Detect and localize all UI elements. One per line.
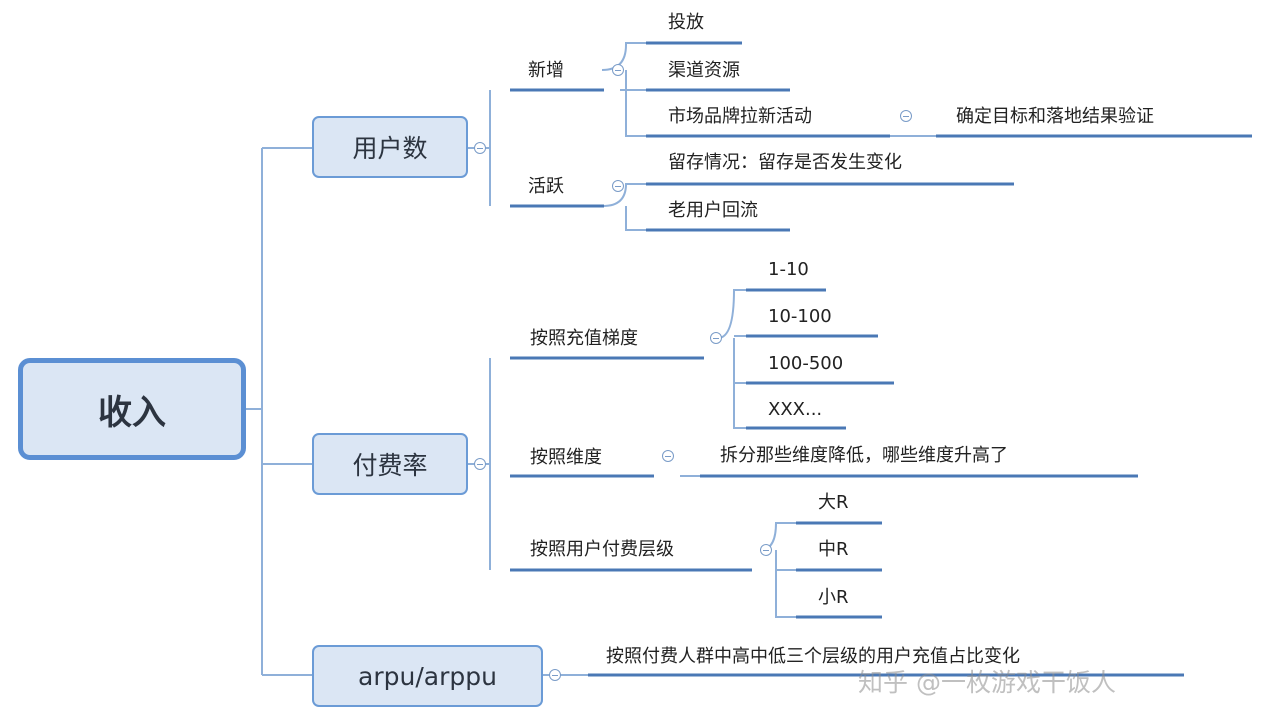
topic-big-r[interactable]: 大R [818,492,849,513]
topic-goal-validation[interactable]: 确定目标和落地结果验证 [956,106,1154,127]
topic-by-dimension[interactable]: 按照维度 [530,447,602,468]
collapse-toggle-icon[interactable] [474,458,486,470]
collapse-toggle-icon[interactable] [900,110,912,122]
topic-returning-users[interactable]: 老用户回流 [668,200,758,221]
topic-retention[interactable]: 留存情况：留存是否发生变化 [668,152,902,173]
topic-recharge-tier[interactable]: 按照充值梯度 [530,328,638,349]
branch-user-count[interactable]: 用户数 [312,116,468,178]
branch-pay-rate[interactable]: 付费率 [312,433,468,495]
collapse-toggle-icon[interactable] [612,64,624,76]
topic-arpu-detail[interactable]: 按照付费人群中高中低三个层级的用户充值占比变化 [606,646,1020,667]
topic-active-users[interactable]: 活跃 [528,176,564,197]
collapse-toggle-icon[interactable] [760,544,772,556]
collapse-toggle-icon[interactable] [474,142,486,154]
topic-mid-r[interactable]: 中R [818,539,849,560]
topic-tier-2[interactable]: 10-100 [768,306,832,327]
root-node[interactable]: 收入 [18,358,246,460]
collapse-toggle-icon[interactable] [662,450,674,462]
topic-tier-1[interactable]: 1-10 [768,259,809,280]
topic-ad-placement[interactable]: 投放 [668,12,704,33]
topic-tier-3[interactable]: 100-500 [768,353,844,374]
topic-pay-level[interactable]: 按照用户付费层级 [530,539,674,560]
topic-new-users[interactable]: 新增 [528,60,564,81]
topic-marketing-campaign[interactable]: 市场品牌拉新活动 [668,106,812,127]
collapse-toggle-icon[interactable] [612,180,624,192]
topic-channel-resources[interactable]: 渠道资源 [668,60,740,81]
topic-tier-4[interactable]: XXX... [768,399,823,420]
topic-dimension-split[interactable]: 拆分那些维度降低，哪些维度升高了 [720,445,1008,466]
collapse-toggle-icon[interactable] [710,332,722,344]
topic-small-r[interactable]: 小R [818,587,849,608]
branch-arpu[interactable]: arpu/arppu [312,645,543,707]
collapse-toggle-icon[interactable] [549,669,561,681]
watermark: 知乎 @一枚游戏干饭人 [858,668,1116,697]
